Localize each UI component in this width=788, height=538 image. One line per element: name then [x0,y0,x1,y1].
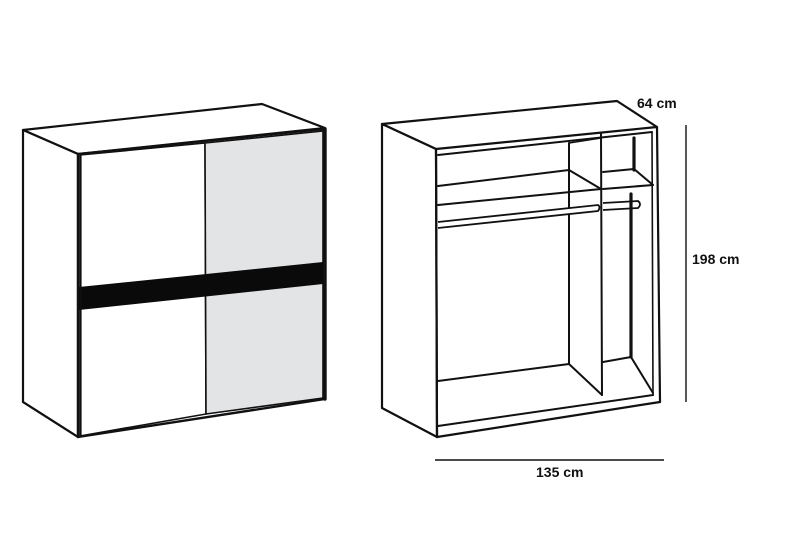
accent-band [79,262,323,310]
side-face [380,122,439,439]
side-face [21,128,80,439]
closed-wardrobe-view [21,102,327,439]
hanging-rail-left [437,204,601,229]
height-label: 198 cm [692,251,740,267]
dimension-lines [435,125,687,461]
open-wardrobe-view [380,99,662,439]
hanging-rail-right [602,200,641,211]
width-label: 135 cm [536,464,584,480]
top-face [380,99,659,151]
depth-label: 64 cm [637,95,677,111]
